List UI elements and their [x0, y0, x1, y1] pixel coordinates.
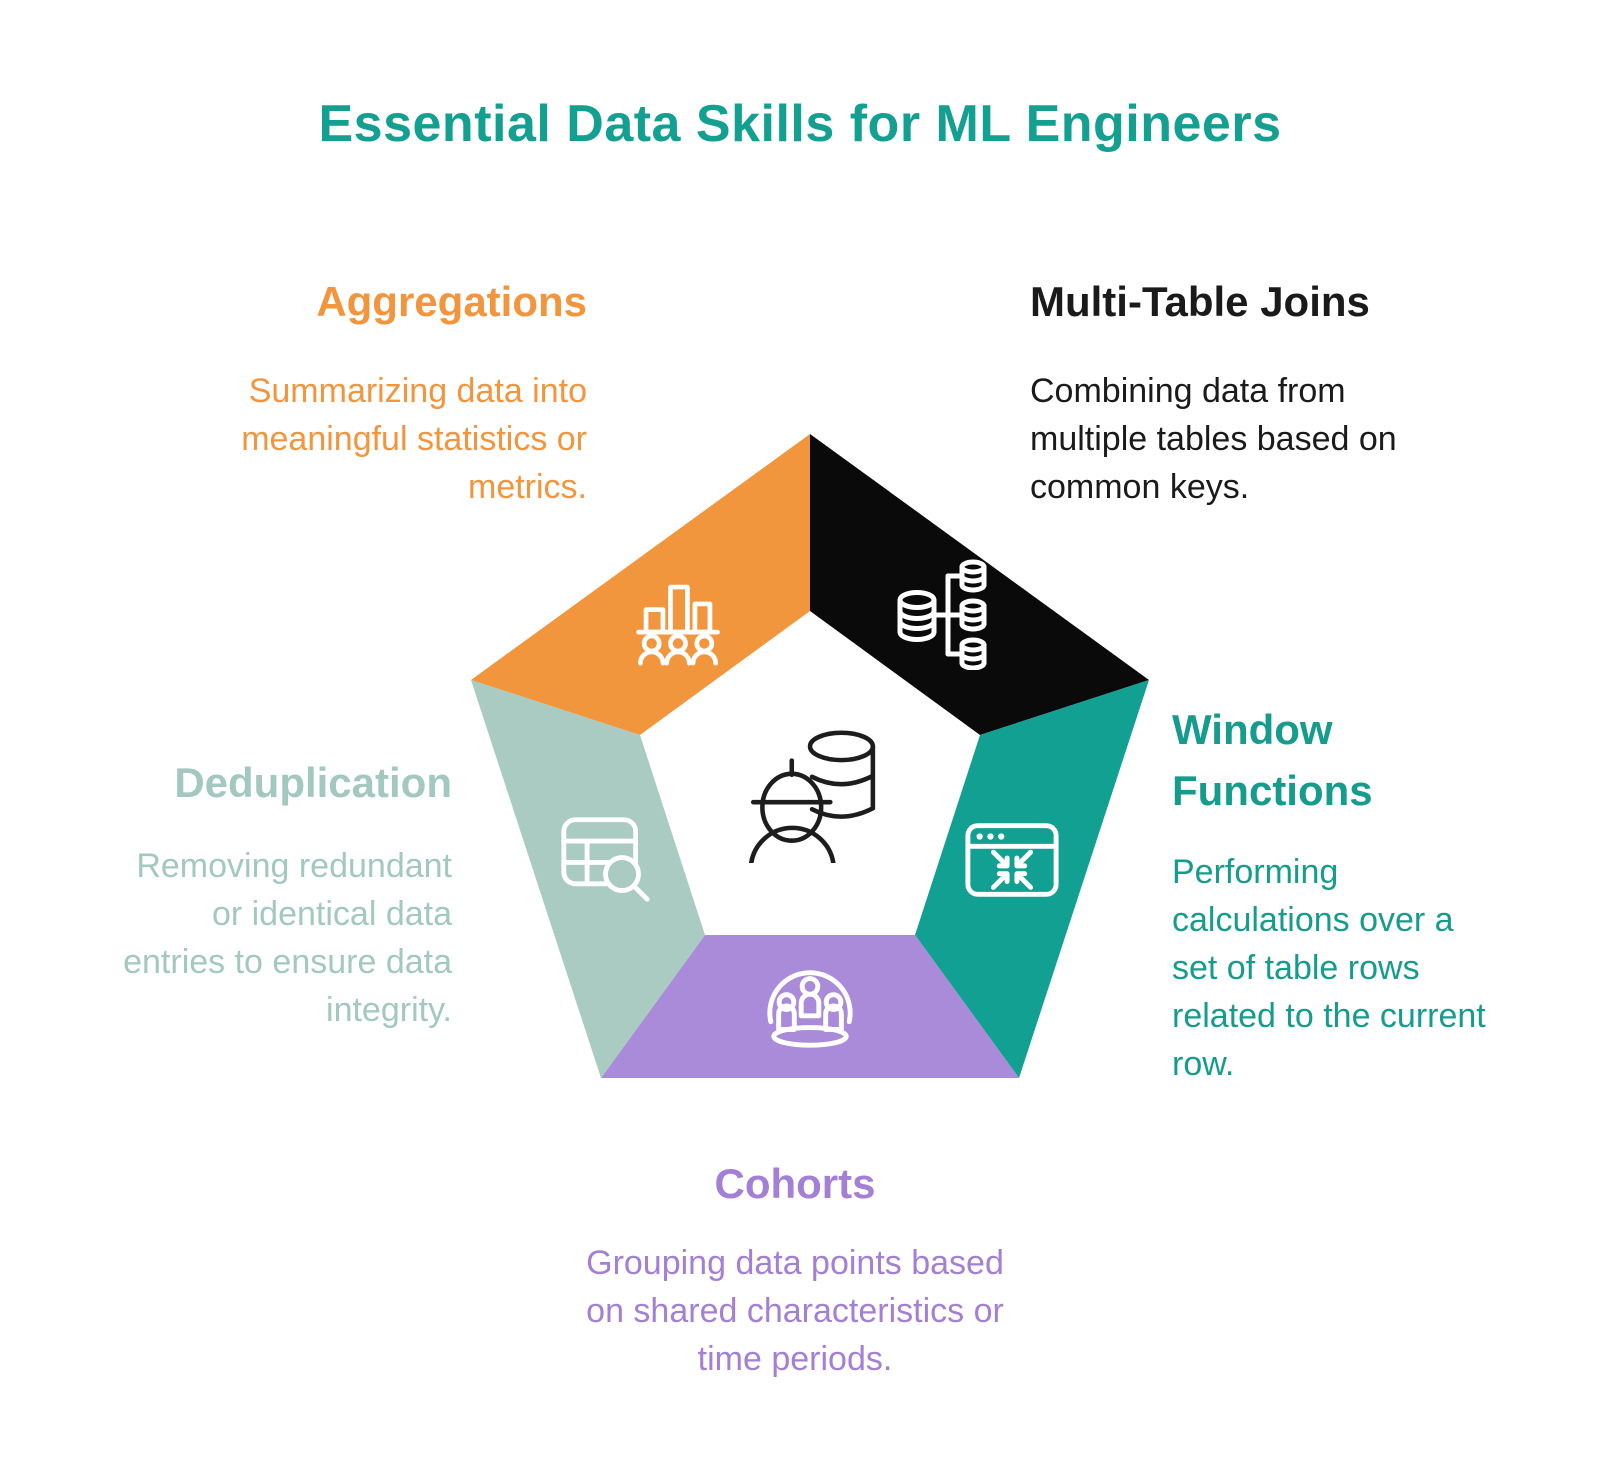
skill-description-cohorts: Grouping data points based on shared cha… [586, 1243, 1004, 1378]
skill-heading-aggregations: Aggregations [316, 278, 587, 325]
skill-heading-window-functions: Window Functions [1172, 706, 1373, 814]
pentagon-segment-window-functions [915, 680, 1149, 1078]
window-collapse-arrows-icon [965, 823, 1059, 897]
skill-heading-multi-table-joins: Multi-Table Joins [1030, 278, 1370, 325]
skill-block-multi-table-joins: Multi-Table Joins Combining data from mu… [1030, 272, 1500, 511]
skill-description-window-functions: Performing calculations over a set of ta… [1172, 852, 1486, 1083]
skill-heading-cohorts: Cohorts [714, 1160, 876, 1207]
pentagon-segment-multi-table-joins [810, 434, 1149, 735]
skill-block-cohorts: Cohorts Grouping data points based on sh… [500, 1154, 1090, 1383]
skill-block-window-functions: Window Functions Performing calculations… [1172, 700, 1502, 1088]
skill-description-deduplication: Removing redundant or identical data ent… [123, 846, 452, 1029]
database-join-icon [897, 559, 987, 670]
skill-block-aggregations: Aggregations Summarizing data into meani… [117, 272, 587, 511]
table-magnifier-icon [561, 817, 650, 902]
engineer-database-icon [748, 730, 876, 863]
skill-description-aggregations: Summarizing data into meaningful statist… [241, 371, 587, 506]
skill-description-multi-table-joins: Combining data from multiple tables base… [1030, 371, 1397, 506]
people-group-dome-icon [767, 970, 853, 1048]
page-title: Essential Data Skills for ML Engineers [318, 95, 1282, 153]
pentagon-segment-aggregations [471, 434, 810, 735]
bar-chart-people-icon [636, 584, 720, 666]
pentagon-segment-cohorts [601, 935, 1019, 1078]
skill-heading-deduplication: Deduplication [174, 759, 452, 806]
skill-block-deduplication: Deduplication Removing redundant or iden… [22, 753, 452, 1034]
